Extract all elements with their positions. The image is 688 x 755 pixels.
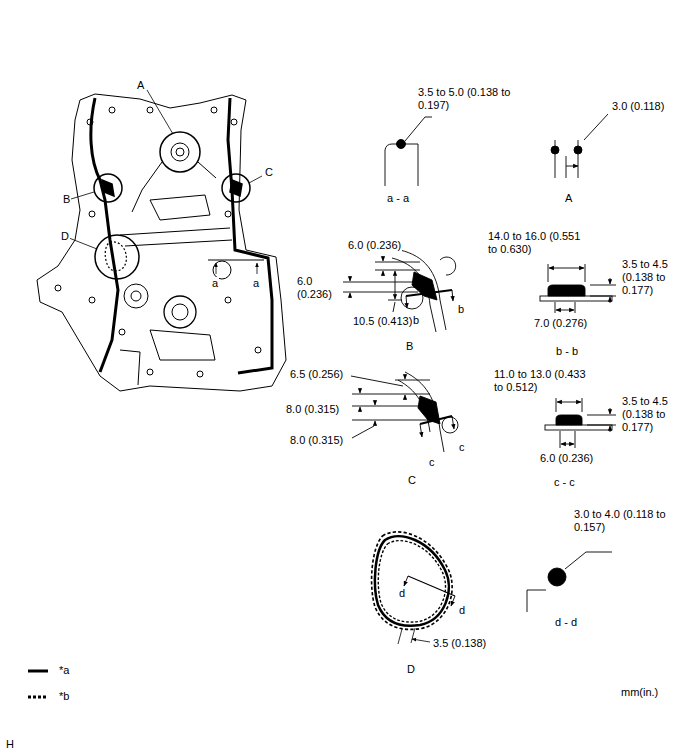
view-caption: d - d [554, 616, 578, 629]
detail-D [372, 532, 455, 644]
callout-letter: C [264, 166, 274, 179]
timing-cover [37, 94, 286, 391]
page-code: H [5, 738, 15, 751]
view-caption: D [406, 663, 416, 676]
view-caption: A [564, 192, 573, 205]
dimension-label: 3.0 (0.118) [611, 100, 665, 113]
dimension-label: 6.5 (0.256) [289, 368, 344, 381]
dimension-label: 6.0 (0.236) [347, 239, 402, 252]
dimension-label: 6.0 (0.236) [539, 452, 594, 465]
dimension-label: 10.5 (0.413) [352, 315, 413, 328]
dimension-label: 3.0 to 4.0 (0.118 to 0.157) [573, 508, 669, 534]
dimension-label: 3.5 (0.138) [432, 637, 487, 650]
section-c-c [545, 398, 616, 448]
view-caption: C [407, 474, 417, 487]
view-caption: B [405, 340, 414, 353]
dimension-label: 3.5 to 5.0 (0.138 to 0.197) [417, 86, 513, 112]
legend-samples [28, 671, 48, 697]
callout-letter: A [136, 79, 145, 92]
detail-C [351, 372, 458, 452]
detail-A [551, 114, 608, 178]
section-mark: a [211, 277, 219, 290]
section-mark: b [412, 314, 420, 327]
section-b-b [540, 264, 616, 313]
dimension-label: 14.0 to 16.0 (0.551 to 0.630) [487, 230, 585, 256]
view-caption: c - c [553, 476, 576, 489]
sealant-line [91, 98, 272, 373]
section-mark: d [458, 604, 466, 617]
detail-circles [94, 174, 250, 279]
section-a-a [385, 117, 432, 186]
callout-letter: D [60, 230, 70, 243]
dimension-label: 3.5 to 4.5 (0.138 to 0.177) [621, 395, 683, 434]
section-mark: b [457, 303, 465, 316]
legend-text: *b [58, 690, 70, 703]
section-mark: c [428, 456, 436, 469]
legend-text: *a [58, 664, 70, 677]
view-caption: a - a [386, 192, 410, 205]
dimension-label: 8.0 (0.315) [289, 434, 344, 447]
unit-note: mm(in.) [620, 686, 659, 699]
callout-letter: B [62, 193, 71, 206]
leader-lines [69, 90, 264, 274]
dimension-label: 3.5 to 4.5 (0.138 to 0.177) [621, 258, 683, 297]
dimension-label: 6.0 (0.236) [296, 275, 342, 301]
dimension-label: 7.0 (0.276) [533, 317, 588, 330]
dimension-label: 11.0 to 13.0 (0.433 to 0.512) [493, 368, 591, 394]
detail-B [343, 250, 456, 332]
view-caption: b - b [555, 345, 579, 358]
section-mark: d [398, 587, 406, 600]
section-mark: c [458, 441, 466, 454]
section-d-d [527, 552, 612, 612]
section-mark: a [252, 277, 260, 290]
dimension-label: 8.0 (0.315) [285, 403, 340, 416]
